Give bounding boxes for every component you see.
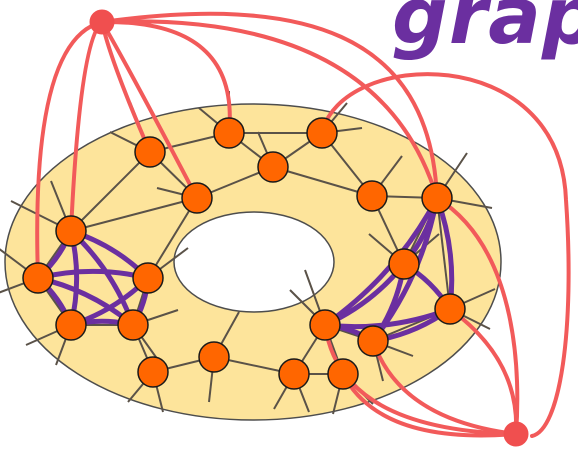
graph-vertex bbox=[56, 310, 86, 340]
graph-vertex bbox=[307, 118, 337, 148]
graph-vertex bbox=[279, 359, 309, 389]
graph-vertex bbox=[133, 263, 163, 293]
apex-vertex bbox=[504, 422, 528, 446]
graph-vertex bbox=[389, 249, 419, 279]
graph-vertex bbox=[328, 359, 358, 389]
graph-vertex bbox=[23, 263, 53, 293]
graph-vertex bbox=[199, 342, 229, 372]
graph-vertex bbox=[138, 357, 168, 387]
graph-vertex bbox=[422, 183, 452, 213]
graph-vertex bbox=[358, 326, 388, 356]
graph-vertex bbox=[182, 183, 212, 213]
graph-vertex bbox=[258, 152, 288, 182]
graph-vertex bbox=[435, 294, 465, 324]
graph-vertex bbox=[135, 137, 165, 167]
graph-vertex bbox=[214, 118, 244, 148]
graph-vertex bbox=[118, 310, 148, 340]
graph-vertex bbox=[357, 181, 387, 211]
graph-vertex bbox=[310, 310, 340, 340]
graph-vertex bbox=[56, 216, 86, 246]
apex-vertex bbox=[90, 10, 114, 34]
